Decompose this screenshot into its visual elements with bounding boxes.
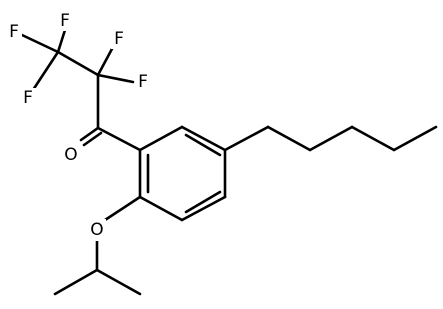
bond-cf3-f1 bbox=[20, 33, 60, 54]
bond-layer bbox=[20, 28, 438, 296]
atom-o-ether: O bbox=[88, 219, 106, 241]
bond-pentyl-1-2 bbox=[266, 125, 312, 152]
bond-ring-o-ether bbox=[103, 195, 142, 222]
bond-pentyl-4-5 bbox=[392, 125, 438, 152]
bond-ring-5-6 bbox=[138, 195, 184, 222]
bond-ring-pentyl-1 bbox=[223, 125, 270, 152]
atom-f2: F bbox=[111, 29, 127, 49]
bond-ring-1-2 bbox=[138, 125, 184, 152]
atom-f3: F bbox=[135, 72, 151, 92]
atom-label-f3: F bbox=[138, 72, 148, 92]
atom-label-layer: F F F F F O O bbox=[6, 11, 151, 241]
bond-pentyl-3-4 bbox=[350, 125, 396, 152]
bond-ring-4-5 bbox=[180, 195, 227, 222]
atom-label-o-carbonyl: O bbox=[64, 145, 77, 165]
bond-cf3-f5 bbox=[31, 50, 60, 92]
bond-ring-inner-b bbox=[184, 133, 222, 157]
bond-ch-me-left bbox=[53, 268, 99, 296]
atom-label-f5: F bbox=[23, 88, 33, 108]
bond-pentyl-2-3 bbox=[308, 125, 354, 152]
bond-cf2-f3 bbox=[96, 73, 135, 84]
bond-cf3-cf2 bbox=[56, 50, 100, 77]
atom-label-o-ether: O bbox=[90, 220, 103, 240]
bond-ch-me-right bbox=[95, 268, 142, 296]
bond-ring-inner-c bbox=[184, 190, 222, 214]
atom-f4: F bbox=[57, 11, 73, 31]
bond-carbonyl-o-b bbox=[82, 131, 103, 147]
bond-cf2-f2 bbox=[96, 45, 115, 77]
atom-label-f4: F bbox=[60, 11, 70, 31]
atom-f1: F bbox=[6, 22, 22, 42]
atom-o-carbonyl: O bbox=[62, 144, 80, 166]
atom-label-f1: F bbox=[9, 22, 19, 42]
bond-carbonyl-o-a bbox=[79, 126, 100, 142]
atom-label-f2: F bbox=[114, 29, 124, 49]
bond-ring-2-3 bbox=[180, 125, 227, 152]
bond-cf3-f4 bbox=[56, 28, 67, 54]
atom-f5: F bbox=[20, 88, 36, 108]
bond-carbonyl-ring bbox=[96, 126, 142, 152]
